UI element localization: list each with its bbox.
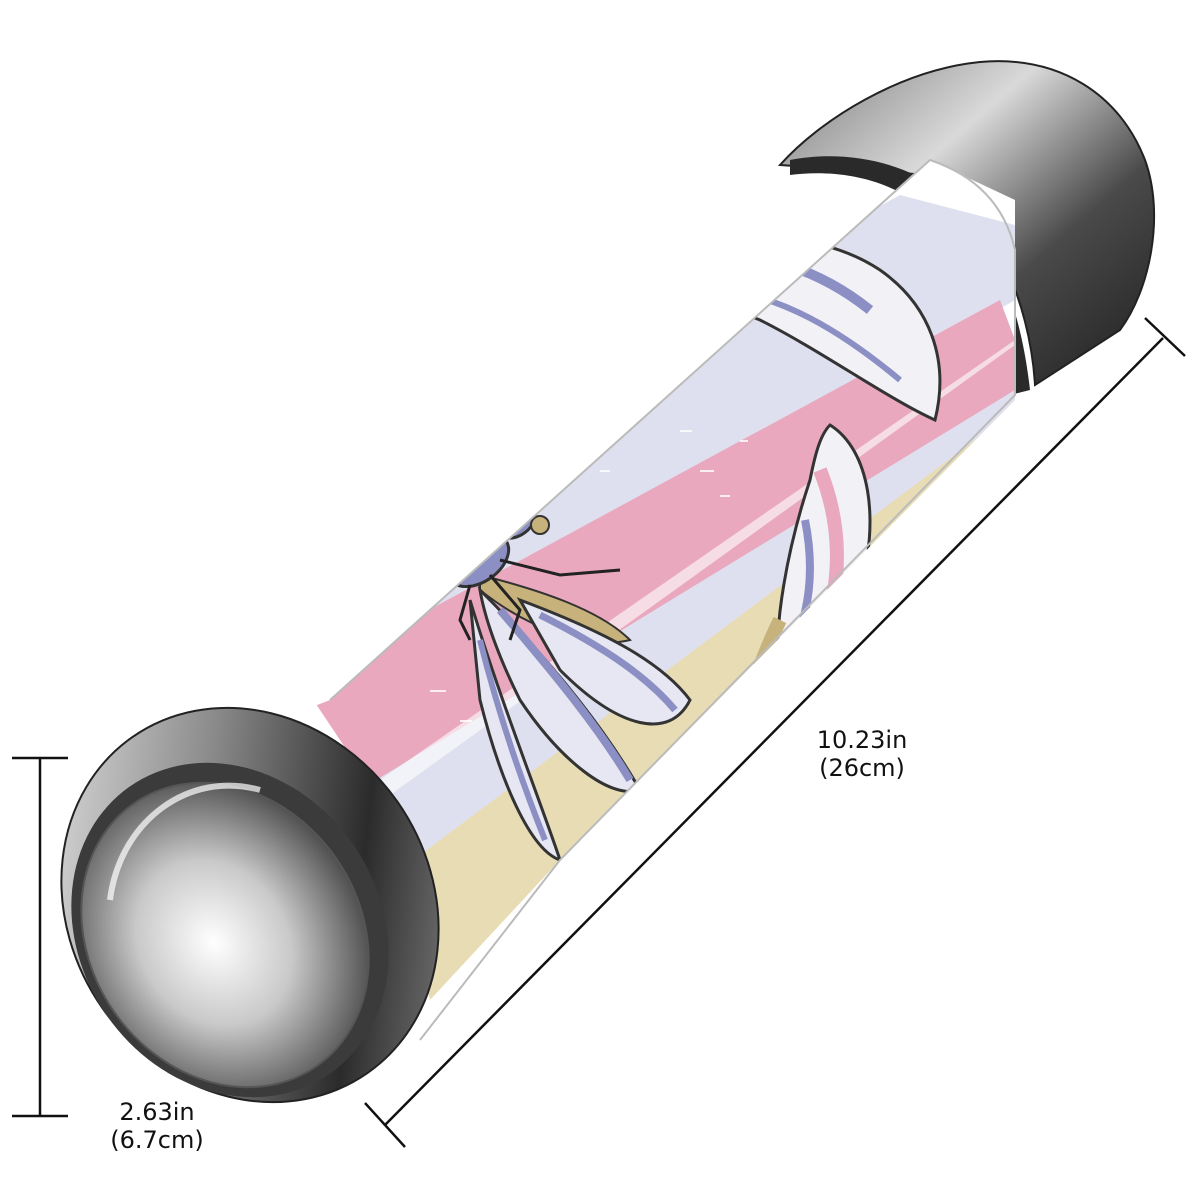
length-line (384, 337, 1164, 1126)
dimension-lines (12, 317, 1186, 1148)
length-centimeters: (26cm) (819, 754, 905, 782)
length-label: 10.23in (26cm) (800, 726, 924, 782)
texture-speckles (430, 430, 748, 722)
length-inches: 10.23in (816, 726, 908, 754)
bottom-base (60, 706, 440, 1104)
body-outline (329, 158, 1016, 1041)
diameter-centimeters: (6.7cm) (110, 1126, 204, 1154)
insect-antenna (539, 294, 642, 427)
diameter-inches: 2.63in (119, 1098, 195, 1126)
diameter-label: 2.63in (6.7cm) (92, 1098, 222, 1154)
